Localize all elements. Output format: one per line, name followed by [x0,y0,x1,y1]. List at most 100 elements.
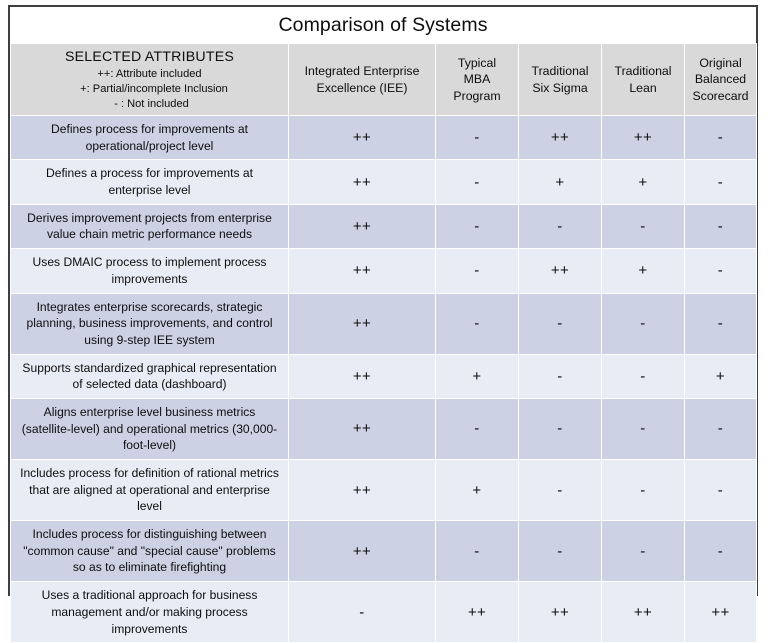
rating-cell: ++ [288,292,436,355]
attribute-label: Supports standardized graphical represen… [10,353,289,399]
rating-cell: - [684,292,757,355]
rating-cell: ++ [288,520,436,583]
rating-cell: - [601,203,685,250]
rating-cell: - [684,203,757,250]
table-row: Uses DMAIC process to implement process … [10,248,757,294]
rating-cell: - [435,292,519,355]
column-header-balanced-scorecard-line-3: Scorecard [692,88,749,103]
table-header: SELECTED ATTRIBUTES ++: Attribute includ… [10,43,757,116]
table-row: Aligns enterprise level business metrics… [10,397,757,461]
attribute-label: Derives improvement projects from enterp… [10,203,289,250]
rating-cell: - [435,397,519,461]
rating-cell: - [601,397,685,461]
rating-cell: ++ [288,159,436,205]
rating-cell: ++ [601,581,685,643]
column-header-mba-line-3: Program [453,88,501,103]
rating-cell: - [435,159,519,205]
rating-cell: ++ [684,581,757,643]
table-body: Defines process for improvements at oper… [10,114,757,643]
legend-item-partial: +: Partial/incomplete Inclusion [80,82,228,95]
attribute-label: Uses DMAIC process to implement process … [10,248,289,294]
rating-cell: - [518,397,602,461]
column-header-mba-line-2: MBA [463,72,491,87]
rating-cell: ++ [288,203,436,250]
column-header-iee: Integrated Enterprise Excellence (IEE) [288,43,436,116]
title-bar: Comparison of Systems [10,7,756,43]
rating-cell: - [684,520,757,583]
rating-cell: + [435,458,519,522]
column-header-lean: Traditional Lean [601,43,685,116]
rating-cell: - [684,114,757,161]
rating-cell: + [601,248,685,294]
attribute-label: Includes process for distinguishing betw… [10,520,289,583]
rating-cell: - [601,292,685,355]
rating-cell: ++ [288,248,436,294]
rating-cell: - [518,458,602,522]
attribute-label: Defines a process for improvements at en… [10,159,289,205]
rating-cell: + [601,159,685,205]
rating-cell: ++ [601,114,685,161]
attribute-label: Uses a traditional approach for business… [10,581,289,643]
attribute-label: Integrates enterprise scorecards, strate… [10,292,289,355]
column-header-attributes: SELECTED ATTRIBUTES ++: Attribute includ… [10,43,289,116]
table-row: Integrates enterprise scorecards, strate… [10,292,757,355]
column-header-iee-line-1: Integrated Enterprise [304,64,420,79]
rating-cell: + [435,353,519,399]
column-header-six-sigma: Traditional Six Sigma [518,43,602,116]
rating-cell: - [684,397,757,461]
rating-cell: ++ [518,248,602,294]
rating-cell: - [518,520,602,583]
comparison-table: SELECTED ATTRIBUTES ++: Attribute includ… [10,43,757,643]
rating-cell: - [601,458,685,522]
rating-cell: - [518,353,602,399]
rating-cell: ++ [288,114,436,161]
attribute-label: Includes process for definition of ratio… [10,458,289,522]
column-header-iee-line-2: Excellence (IEE) [316,80,408,95]
rating-cell: - [435,114,519,161]
column-header-mba: Typical MBA Program [435,43,519,116]
rating-cell: + [518,159,602,205]
rating-cell: - [601,520,685,583]
column-header-balanced-scorecard-line-1: Original [699,56,742,71]
column-header-mba-line-1: Typical [457,56,497,71]
table-row: Includes process for definition of ratio… [10,458,757,522]
column-header-six-sigma-line-2: Six Sigma [532,80,588,95]
column-header-lean-line-2: Lean [629,80,657,95]
column-header-lean-line-1: Traditional [614,64,672,79]
rating-cell: - [684,159,757,205]
table-row: Derives improvement projects from enterp… [10,203,757,250]
table-row: Defines process for improvements at oper… [10,114,757,161]
rating-cell: ++ [288,458,436,522]
legend-item-not-included: - : Not included [114,97,189,110]
rating-cell: - [435,203,519,250]
table-row: Defines a process for improvements at en… [10,159,757,205]
rating-cell: - [288,581,436,643]
page-title: Comparison of Systems [278,13,488,36]
rating-cell: ++ [518,114,602,161]
column-header-balanced-scorecard-line-2: Balanced [694,72,747,87]
table-row: Includes process for distinguishing betw… [10,520,757,583]
rating-cell: - [684,458,757,522]
attribute-label: Defines process for improvements at oper… [10,114,289,161]
rating-cell: ++ [435,581,519,643]
comparison-table-frame: Comparison of Systems SELECTED ATTRIBUTE… [8,5,758,643]
rating-cell: ++ [288,397,436,461]
legend: ++: Attribute included +: Partial/incomp… [16,67,283,111]
attribute-label: Aligns enterprise level business metrics… [10,397,289,461]
rating-cell: - [518,203,602,250]
rating-cell: ++ [518,581,602,643]
legend-item-included: ++: Attribute included [97,68,202,81]
attributes-title: SELECTED ATTRIBUTES [64,48,235,65]
rating-cell: - [601,353,685,399]
rating-cell: - [684,248,757,294]
rating-cell: - [435,248,519,294]
rating-cell: - [518,292,602,355]
rating-cell: ++ [288,353,436,399]
table-row: Supports standardized graphical represen… [10,353,757,399]
header-row: SELECTED ATTRIBUTES ++: Attribute includ… [10,43,757,116]
table-row: Uses a traditional approach for business… [10,581,757,643]
column-header-six-sigma-line-1: Traditional [531,64,589,79]
column-header-balanced-scorecard: Original Balanced Scorecard [684,43,757,116]
rating-cell: + [684,353,757,399]
rating-cell: - [435,520,519,583]
